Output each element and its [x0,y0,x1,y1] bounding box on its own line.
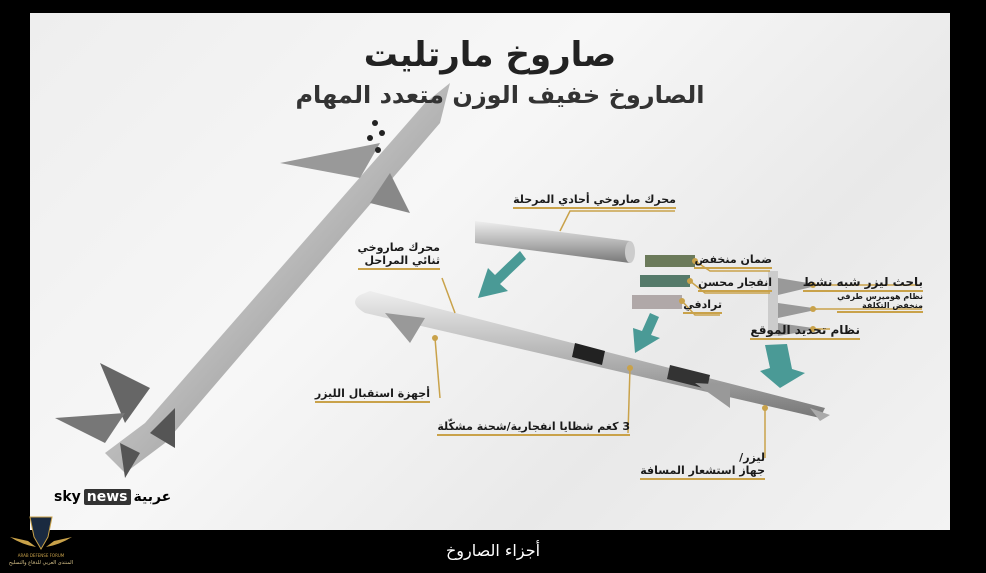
label-semi-active-laser: باحث ليزر شبه نشط [802,275,923,292]
large-missile [55,83,450,478]
assembled-missile [355,291,830,421]
missile-illustration [55,83,922,478]
arrow-icon [633,313,660,353]
arrow-icon [760,344,805,388]
logo-news: news [83,489,131,505]
label-laser-proximity: ليزر/ جهاز استشعار المسافة [640,451,765,480]
single-stage-motor-part [475,221,635,263]
label-line: محرك صاروخي [357,241,440,254]
label-single-stage-motor: محرك صاروخي أحادي المرحلة [513,193,676,209]
warhead-tube-tandem [632,295,682,309]
label-enhanced-blast: انفجار محسن [698,276,772,292]
infographic-panel: صاروخ مارتليت الصاروخ خفيف الوزن متعدد ا… [30,13,950,530]
label-low-insensitive: ضمان منخفض [694,253,772,269]
logo-arabic: عربية [133,489,172,505]
forum-name-ar: المنتدى العربي للدفاع والتسليح [8,560,74,566]
warhead-tube-low [645,255,695,267]
label-warhead: 3 كغم شظايا انفجارية/شحنة مشكّلة [437,420,630,436]
label-tandem: ترادفي [683,298,722,314]
label-positioning: نظام تحديد الموقع [750,323,860,340]
seeker-parts [768,271,820,336]
forum-emblem-icon [10,516,72,550]
label-line: ليزر/ [739,451,765,464]
forum-name-en: ARAB DEFENSE FORUM [17,553,65,558]
infographic-title: صاروخ مارتليت [363,35,617,75]
label-laser-receivers: أجهزة استقبال الليزر [314,387,430,403]
infographic-subtitle: الصاروخ خفيف الوزن متعدد المهام [295,81,705,109]
caption: أجزاء الصاروخ [445,541,541,560]
warhead-tube-blast [640,275,690,287]
label-line: منخفض التكلفة [837,301,923,313]
logo-sky: sky [54,489,81,505]
sky-news-arabia-logo: sky news عربية [54,489,171,505]
arab-defense-forum-watermark: ARAB DEFENSE FORUM المنتدى العربي للدفاع… [8,515,74,573]
label-line: جهاز استشعار المسافة [640,464,765,480]
label-line: نظام هوميرس طرفي [837,292,923,301]
label-homing-system: نظام هوميرس طرفي منخفض التكلفة [837,292,923,313]
label-line: ثنائي المراحل [357,254,440,270]
label-dual-stage-motor: محرك صاروخي ثنائي المراحل [357,241,440,270]
arrow-icon [478,251,526,298]
